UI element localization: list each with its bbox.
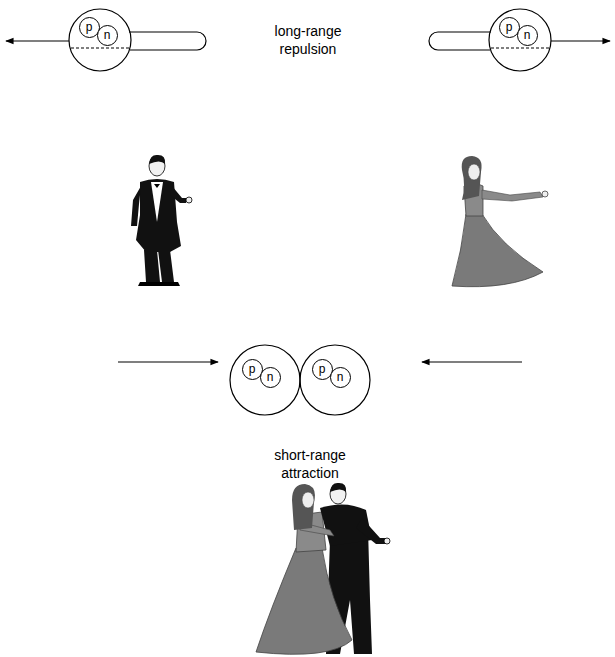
particle-letter: n bbox=[267, 371, 274, 384]
nucleus-circle bbox=[300, 345, 370, 415]
rope-loop bbox=[429, 32, 491, 50]
particle-letter: p bbox=[86, 21, 93, 34]
woman-figure bbox=[452, 156, 548, 287]
nucleus-circle bbox=[230, 345, 300, 415]
nucleon-circle: n bbox=[97, 25, 118, 46]
dashed-line bbox=[491, 47, 549, 48]
force-arrow bbox=[551, 40, 610, 41]
particle-letter: p bbox=[319, 363, 326, 376]
particle-letter: n bbox=[524, 29, 531, 42]
particle-letter: n bbox=[104, 29, 111, 42]
force-arrow bbox=[118, 361, 218, 362]
force-arrow bbox=[6, 40, 69, 41]
particle-letter: p bbox=[249, 363, 256, 376]
particle-letter: n bbox=[337, 371, 344, 384]
nucleus-circle bbox=[69, 9, 131, 71]
nucleon-circle: n bbox=[260, 367, 281, 388]
nucleon-circle: n bbox=[517, 25, 538, 46]
couple-figure bbox=[256, 483, 390, 654]
man-figure bbox=[131, 155, 192, 286]
nucleus-circle bbox=[489, 9, 551, 71]
nucleon-circle: n bbox=[330, 367, 351, 388]
force-arrow bbox=[422, 361, 522, 362]
caption-label: short-range attraction bbox=[250, 446, 370, 482]
dashed-line bbox=[71, 47, 129, 48]
rope-loop bbox=[129, 32, 206, 50]
caption-label: long-range repulsion bbox=[253, 22, 363, 58]
particle-letter: p bbox=[506, 21, 513, 34]
